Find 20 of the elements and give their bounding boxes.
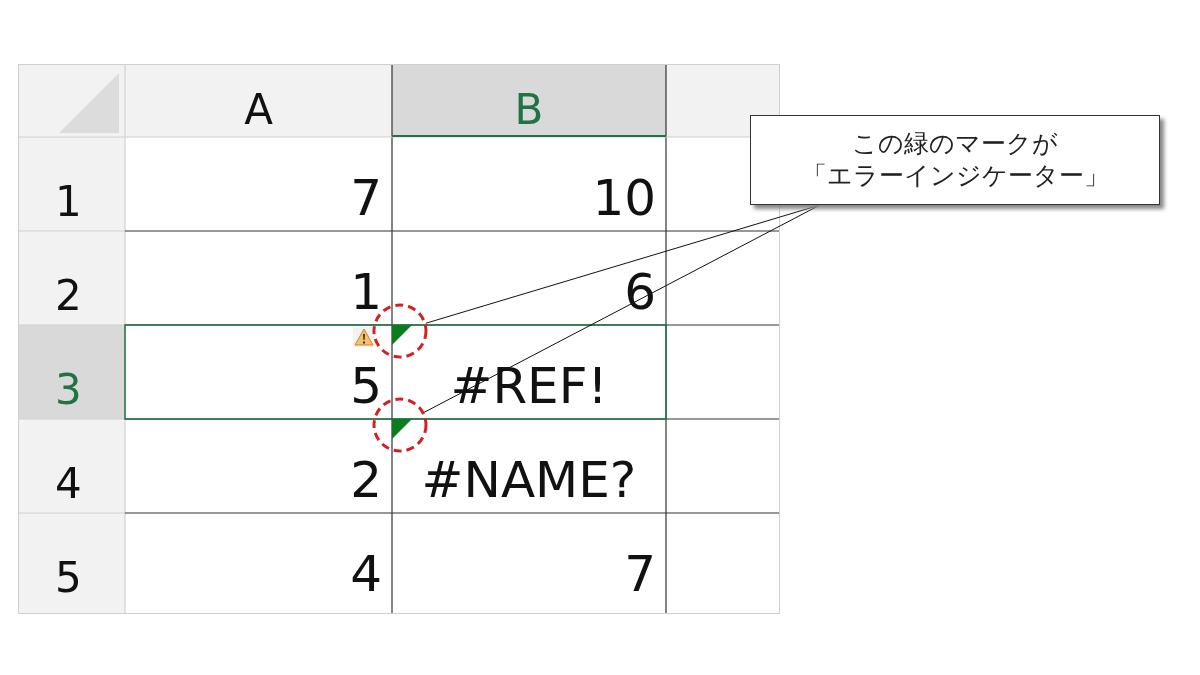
cell-value: #NAME?	[421, 455, 637, 505]
cell-value: 5	[350, 361, 382, 411]
leader-line	[423, 204, 821, 413]
cell-value: #REF!	[450, 361, 608, 411]
row-header-label: 2	[55, 275, 82, 317]
column-header-label: A	[244, 89, 273, 131]
cell-value: 4	[350, 549, 382, 599]
cell-value: 1	[350, 267, 382, 317]
cell-value: 2	[350, 455, 382, 505]
callout-box	[750, 115, 1160, 205]
row-header-label: 1	[55, 181, 82, 223]
row-header-label: 3	[55, 369, 82, 411]
callout-text: この緑のマークが「エラーインジケーター」	[800, 127, 1110, 192]
row-header-label: 5	[55, 557, 82, 599]
cell-value: 10	[592, 173, 656, 223]
row-header-label: 4	[55, 463, 82, 505]
column-header-label: B	[514, 89, 544, 131]
cell-value: 7	[624, 549, 656, 599]
leader-line	[425, 204, 821, 324]
cell-value: 7	[350, 173, 382, 223]
